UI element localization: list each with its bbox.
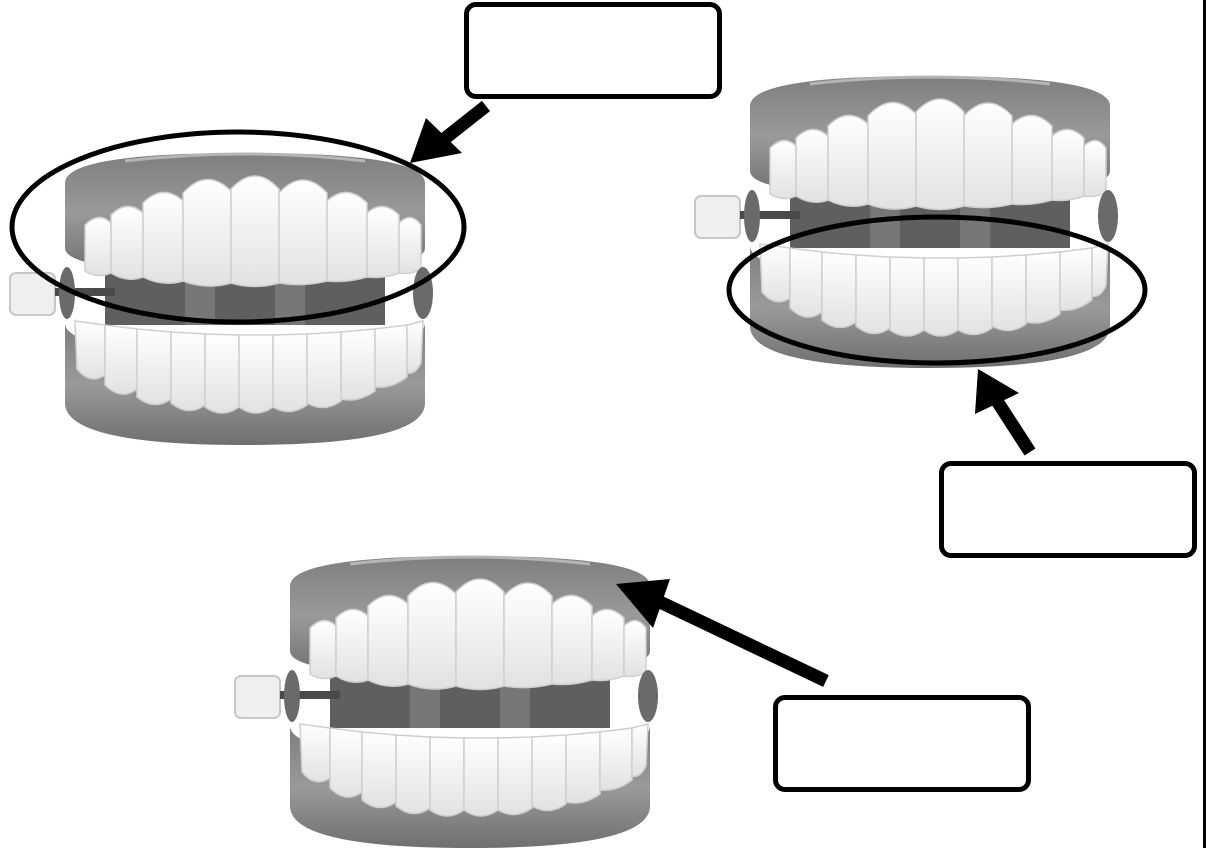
gum-label-box[interactable]: [773, 695, 1031, 792]
wind-up-teeth-icon: [8, 151, 435, 447]
lower-jaw-label-box[interactable]: [939, 461, 1197, 558]
upper-teeth-highlight-ellipse: [9, 129, 467, 325]
lower-teeth-highlight-ellipse: [726, 214, 1148, 366]
arrow-lower: [975, 369, 1036, 456]
arrow-gum: [616, 579, 829, 687]
wind-up-teeth-icon: [233, 554, 660, 848]
page-border-line: [1203, 0, 1206, 848]
wind-up-teeth-icon: [693, 74, 1120, 370]
upper-jaw-label-box[interactable]: [464, 2, 722, 99]
arrow-upper: [410, 100, 491, 163]
